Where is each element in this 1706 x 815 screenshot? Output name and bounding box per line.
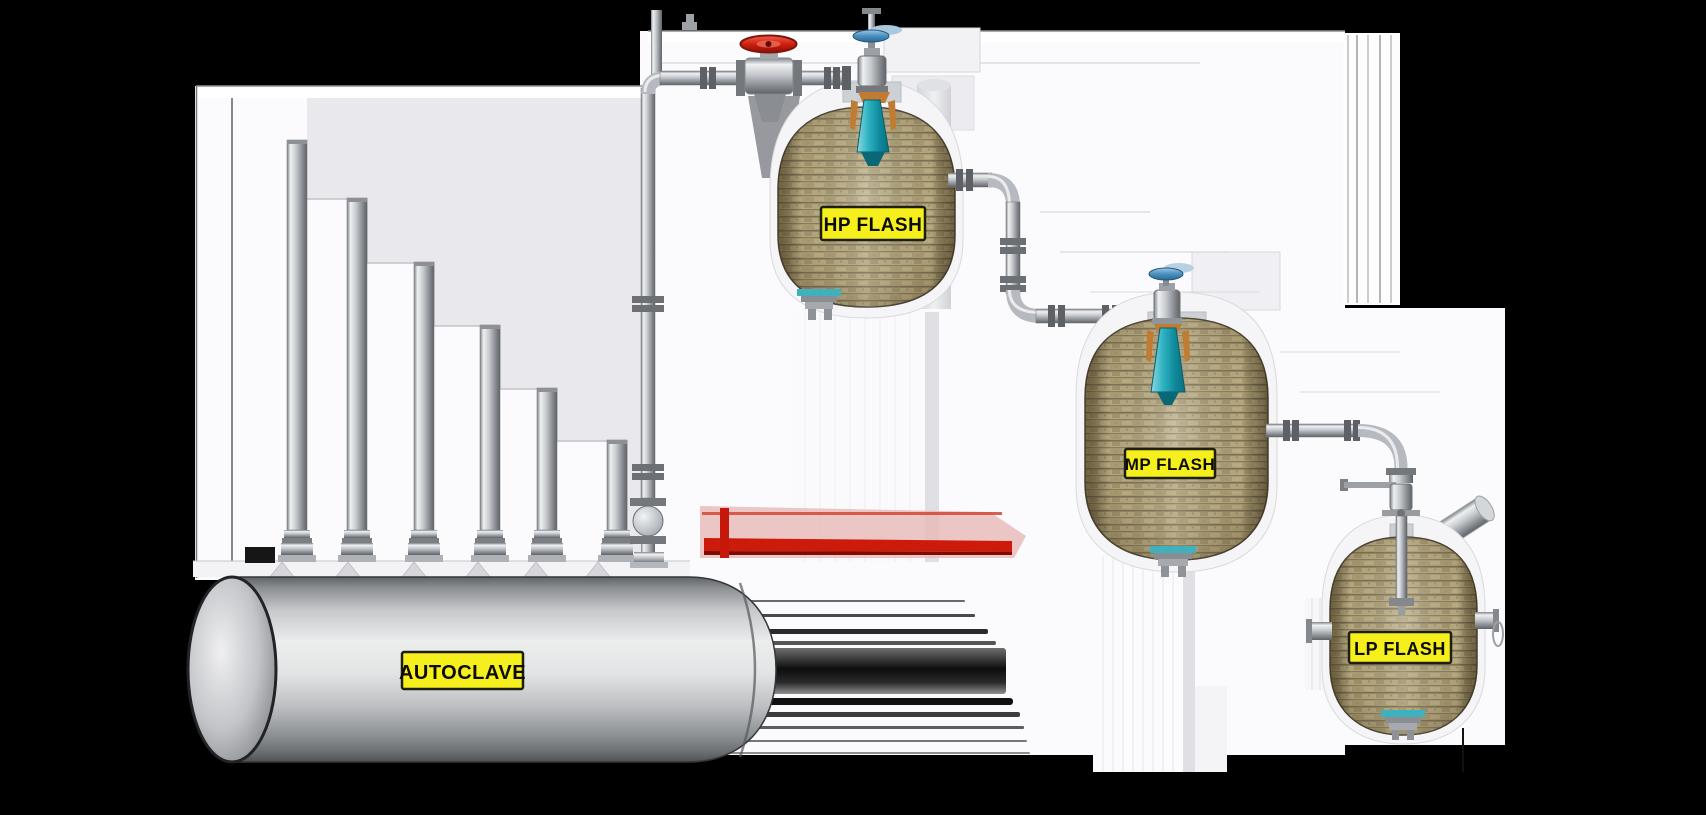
hp-letdown-valve [842, 8, 902, 166]
deck-junction-box [245, 547, 275, 563]
mp-to-lp-piping [1265, 420, 1408, 469]
hp-spray-cone [856, 99, 890, 153]
mp-spray-cone [1150, 327, 1186, 393]
standpipe [338, 197, 376, 562]
autoclave-right-head-seam [738, 582, 757, 758]
wall-staircase-shadow [307, 98, 648, 560]
autoclave: AUTOCLAVE [186, 139, 777, 764]
lp-right-nozzle [1475, 609, 1504, 647]
lp-valve-arm [1344, 482, 1396, 488]
standpipe [278, 139, 316, 562]
riser-pipe [640, 87, 656, 499]
lp-dip-tube [1395, 515, 1408, 601]
background-pipe-stub [651, 10, 662, 76]
autoclave-label-text: AUTOCLAVE [399, 662, 526, 684]
lp-flash-vessel: LP FLASH [1306, 468, 1504, 745]
lp-bottom-nozzle [1381, 710, 1425, 740]
standpipe [471, 324, 509, 562]
lp-inlet-valve [1340, 468, 1420, 615]
standpipe [405, 261, 443, 562]
hp-bottom-nozzle [797, 289, 841, 320]
lp-flash-label-text: LP FLASH [1354, 639, 1446, 659]
red-gate-valve [736, 34, 802, 122]
mp-bottom-nozzle [1150, 546, 1196, 577]
mp-flash-vessel: MP FLASH [1075, 291, 1278, 577]
mp-support-column [1093, 556, 1227, 772]
autoclave-label: AUTOCLAVE [399, 650, 526, 691]
lp-flash-label: LP FLASH [1347, 630, 1453, 665]
red-beam [700, 506, 1026, 558]
blue-valve-handle [852, 29, 890, 43]
riser-ball-valve [630, 498, 668, 568]
floor-shadow-streaks [700, 600, 1030, 754]
autoclave-discharge-piping [630, 8, 902, 568]
blue-valve-handle [1148, 267, 1184, 281]
standpipe [598, 439, 636, 562]
autoclave-left-head [186, 575, 278, 764]
hp-flash-label: HP FLASH [819, 205, 927, 242]
mp-flash-label: MP FLASH [1123, 447, 1217, 480]
standpipe [528, 387, 566, 562]
hp-flash-vessel: HP FLASH [769, 79, 964, 320]
mp-letdown-valve [1146, 263, 1194, 405]
autoclave-standpipes [278, 139, 636, 562]
mp-flash-label-text: MP FLASH [1125, 455, 1216, 474]
autoclave-deck [193, 561, 690, 577]
hp-flash-label-text: HP FLASH [824, 215, 923, 236]
lp-left-nozzle [1306, 619, 1332, 643]
